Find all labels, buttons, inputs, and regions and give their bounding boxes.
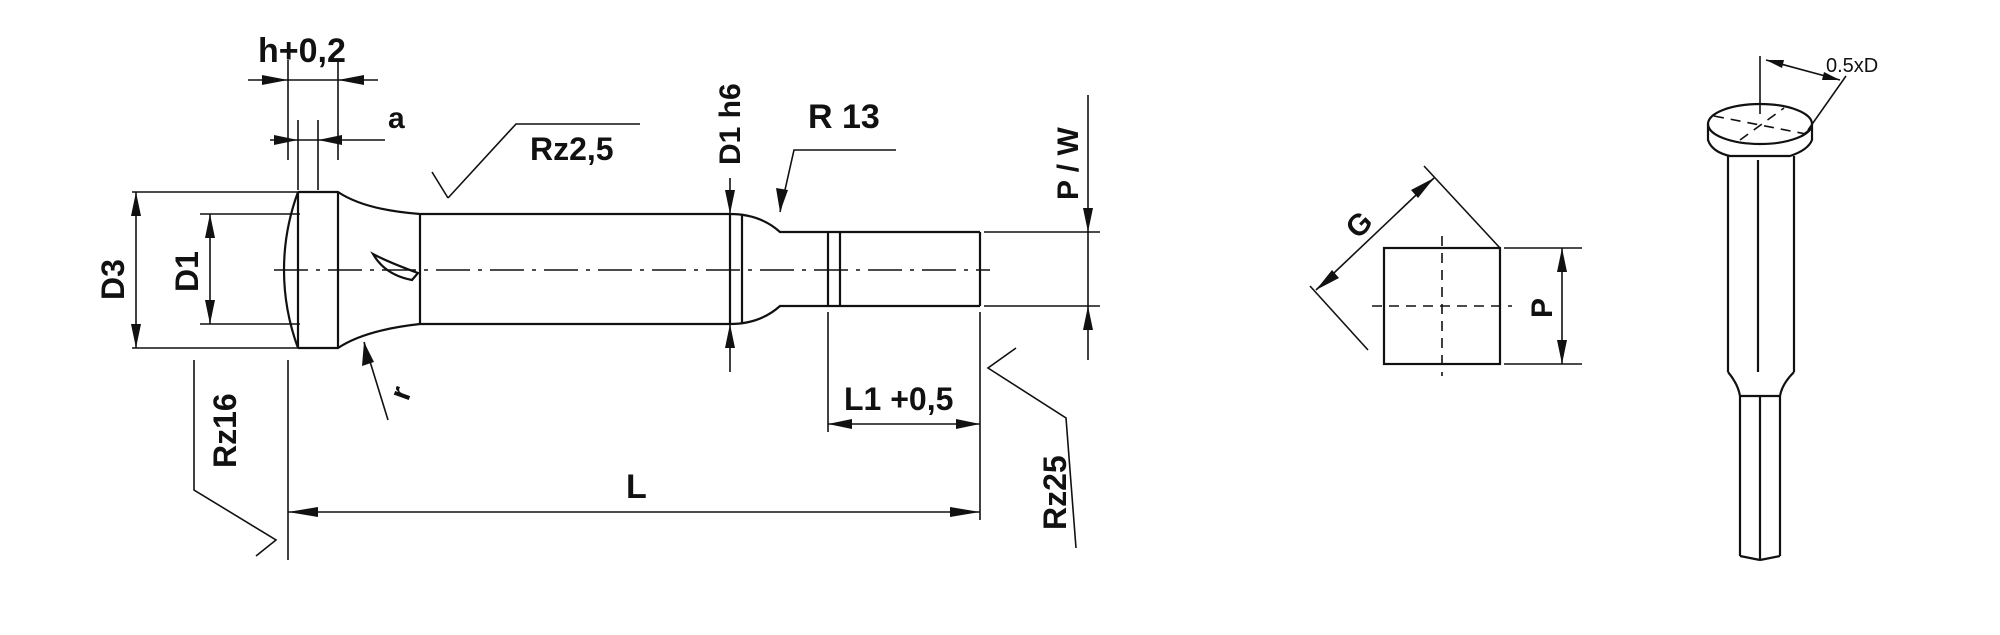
label-p: P <box>1526 298 1559 318</box>
head-rim <box>1706 124 1814 158</box>
label-rz25: Rz25 <box>1037 455 1073 530</box>
label-d1-h6: D1 h6 <box>714 83 747 165</box>
label-l: L <box>626 468 647 506</box>
punch-head-outline <box>370 251 420 282</box>
ext-line-g-right <box>1423 165 1501 249</box>
leader-rz-shank-tick <box>431 171 449 199</box>
label-d3: D3 <box>95 259 131 300</box>
transition-left <box>1727 371 1742 397</box>
arrow-r13 <box>776 188 788 212</box>
tip-bottom-2 <box>1759 554 1781 562</box>
label-d1: D1 <box>169 251 205 292</box>
head-axis-2 <box>1739 107 1785 141</box>
tip-bottom-1 <box>1739 554 1761 562</box>
punch-side-view: h+0,2 a Rz2,5 D1 h6 R 13 P / W <box>95 32 1100 560</box>
arrow-p-top <box>1557 248 1567 272</box>
transition-right <box>1778 371 1795 397</box>
arrow-d1-top <box>205 214 215 238</box>
label-g: G <box>1340 205 1380 245</box>
arrow-a-right <box>318 135 342 145</box>
label-a: a <box>388 102 405 135</box>
arrow-d3-bottom <box>131 324 141 348</box>
arrow-h-right <box>338 75 364 85</box>
label-rz16: Rz16 <box>207 393 243 468</box>
arrow-d1-bottom <box>205 300 215 324</box>
label-h-tolerance: h+0,2 <box>258 32 346 70</box>
arrow-pw-top <box>1083 208 1093 232</box>
arrow-d1h6-top <box>725 190 735 214</box>
punch-cross-section: G P <box>1309 165 1582 376</box>
arrow-l-left <box>288 507 318 517</box>
leader-rz-shank <box>447 123 640 199</box>
leader-r13 <box>779 149 896 213</box>
label-r: r <box>384 382 419 405</box>
arrow-g-right <box>1411 178 1434 198</box>
arrow-l-right <box>950 507 980 517</box>
dim-line-g <box>1315 177 1435 291</box>
ext-line-half-d-right <box>1807 75 1847 131</box>
arrow-half-d-right <box>1822 72 1840 80</box>
arrow-pw-bottom <box>1083 306 1093 330</box>
arrow-l1-right <box>956 419 980 429</box>
label-half-d: 0.5xD <box>1826 55 1878 77</box>
arrow-d3-top <box>131 192 141 216</box>
leader-rz16 <box>193 360 278 557</box>
punch-isometric-view: 0.5xD <box>1706 55 1878 562</box>
arrow-l1-left <box>828 419 852 429</box>
arrow-h-left <box>262 75 288 85</box>
arrow-half-d-left <box>1766 60 1784 68</box>
arrow-d1h6-bottom <box>725 324 735 348</box>
arrow-a-left <box>274 135 298 145</box>
label-rz-shank: Rz2,5 <box>530 131 614 167</box>
leader-rz25 <box>986 347 1077 549</box>
label-p-w: P / W <box>1052 127 1085 200</box>
arrow-g-left <box>1316 270 1339 290</box>
punch-contour-top <box>298 190 980 234</box>
punch-contour-bottom <box>298 304 980 350</box>
arrow-p-bottom <box>1557 340 1567 364</box>
head-flat <box>1801 127 1813 137</box>
label-r13: R 13 <box>808 98 880 136</box>
ext-line-g-left <box>1309 285 1369 351</box>
label-l1: L1 +0,5 <box>844 381 953 417</box>
arrow-r <box>362 342 374 366</box>
